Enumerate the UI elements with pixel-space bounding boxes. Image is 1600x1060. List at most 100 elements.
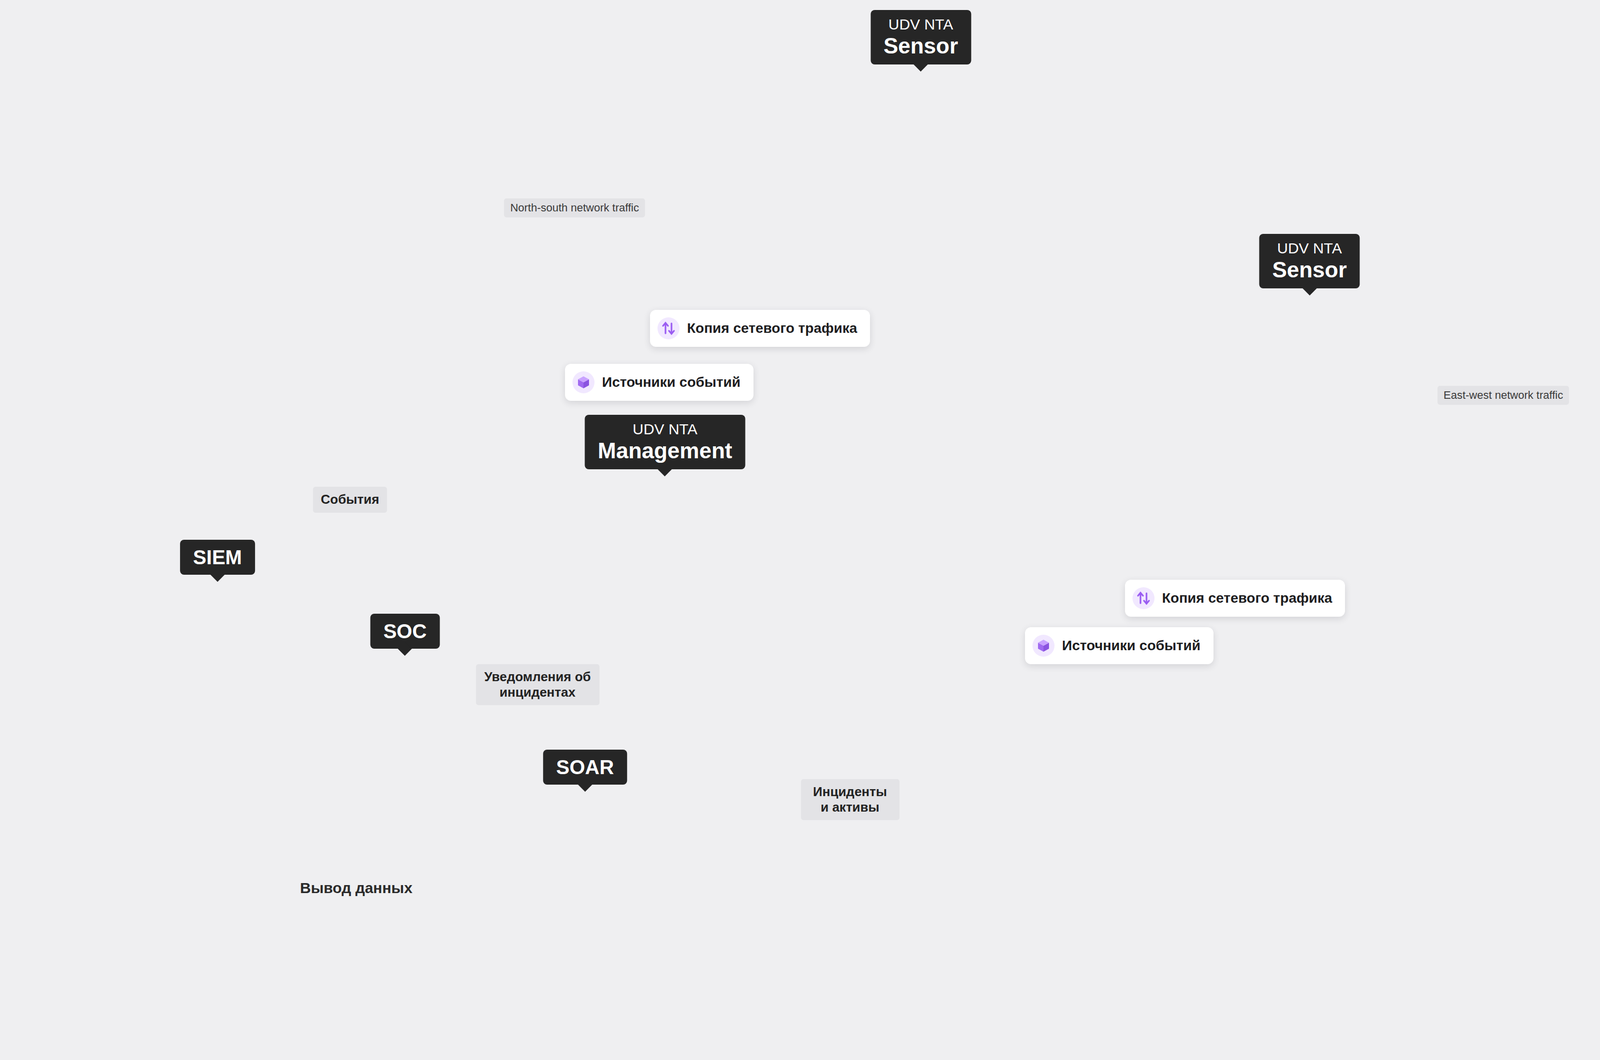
node-text: Источники событий [602,374,741,391]
pedestal-dot [322,778,326,782]
pedestal [217,700,304,763]
pedestal-dot [507,876,511,880]
sensor-cube [1262,349,1310,432]
sensor-light [1266,387,1270,395]
node-illustration [10,520,810,1058]
node-text: Вывод данных [300,880,413,897]
glow [152,600,283,720]
sensor-base [856,180,921,253]
icon-ground [1132,587,1155,610]
soc-glyph [401,722,409,730]
card-icon [1032,634,1055,658]
node-text: Копия сетевого трафика [1162,590,1332,607]
sensor-light [1273,365,1296,384]
source-card: Источники событий [1025,627,1214,665]
source-card: Копия сетевого трафика [1125,580,1345,617]
node-text: UDV NTA [598,421,733,439]
connector [755,425,1224,560]
soc-glyph [416,697,424,704]
callout-pointer [210,568,225,582]
sensor-light [877,163,881,171]
callout-pointer [1302,281,1317,296]
callout: UDV NTASensor [1259,234,1360,289]
pedestal [503,820,668,915]
output-plate [15,522,802,1056]
sensor-logo [921,119,924,131]
soc-detail [385,782,415,786]
soc-glyph [416,714,424,721]
source-icon [1038,640,1049,646]
icon-ground [1032,635,1055,657]
traffic-label-tab: North-south network traffic [504,198,645,218]
node-text: SOAR [556,756,614,779]
zone-title: Вывод данных [300,880,413,897]
pedestal-dot [141,712,145,716]
sensor-cube [873,97,969,153]
shield [620,502,710,654]
soc-glyph [431,705,439,713]
siem-glyph [224,646,239,662]
hex-side [375,737,435,765]
soc-glyph [401,688,409,696]
connector [120,500,575,650]
pedestal-dot [825,224,829,228]
prism-top [155,625,280,683]
sensor-figure [856,97,986,253]
sensor-logo [1301,343,1304,355]
traffic-arrow [887,96,1591,512]
node-text: UDV NTA [1272,240,1347,258]
node-text: Management [598,438,733,464]
sensor-light [884,167,907,186]
pedestal-dot [1219,452,1223,456]
sensor-cube [921,125,969,208]
sensor-base [921,180,986,253]
node-text: SIEM [193,546,242,569]
plate [500,321,806,511]
callout: SOAR [543,750,627,785]
sensor-logo [926,122,929,128]
source-card: Источники событий [565,364,754,401]
shield-logo [647,547,683,613]
pedestal-glow [1227,392,1389,486]
edge-label-patch: Уведомления об инцидентах [476,664,600,706]
node-text: UDV NTA [883,16,958,34]
sensor-base [1244,366,1375,442]
callout: SOC [370,614,440,649]
plate [480,857,802,1056]
soar-glyph [587,843,592,849]
hex-side [434,709,464,765]
pedestal-glow [584,603,746,697]
edge-label-patch: События [313,487,388,513]
card-icon [572,371,595,394]
pedestal-glow [150,661,285,739]
siem-glyph [239,639,246,647]
glow [342,669,468,820]
soc-node: SOC [340,614,470,820]
sensor-logo [1305,346,1308,352]
sensor-base [856,142,986,218]
pedestal [131,700,218,763]
sensor-cube [1309,349,1357,432]
hex-top [346,712,464,768]
pedestal [920,215,1020,288]
source-card: Копия сетевого трафика [650,310,870,347]
hex-top [346,681,464,737]
cylinder-top [522,811,648,874]
pedestal-glow [522,831,649,904]
icon-ground [657,317,680,340]
node-text: Копия сетевого трафика [687,320,857,337]
siem-figure [155,625,280,718]
pedestal-dot [329,782,333,786]
pedestal [1208,439,1308,512]
pedestal [405,770,492,833]
soar-node: SOAR [515,750,655,905]
soc-glyph [400,704,410,714]
pedestal [318,770,405,833]
sensor-light [1266,361,1270,369]
sensor-light [877,137,881,145]
icon-ground [572,371,595,394]
soar-glyph [578,836,583,842]
